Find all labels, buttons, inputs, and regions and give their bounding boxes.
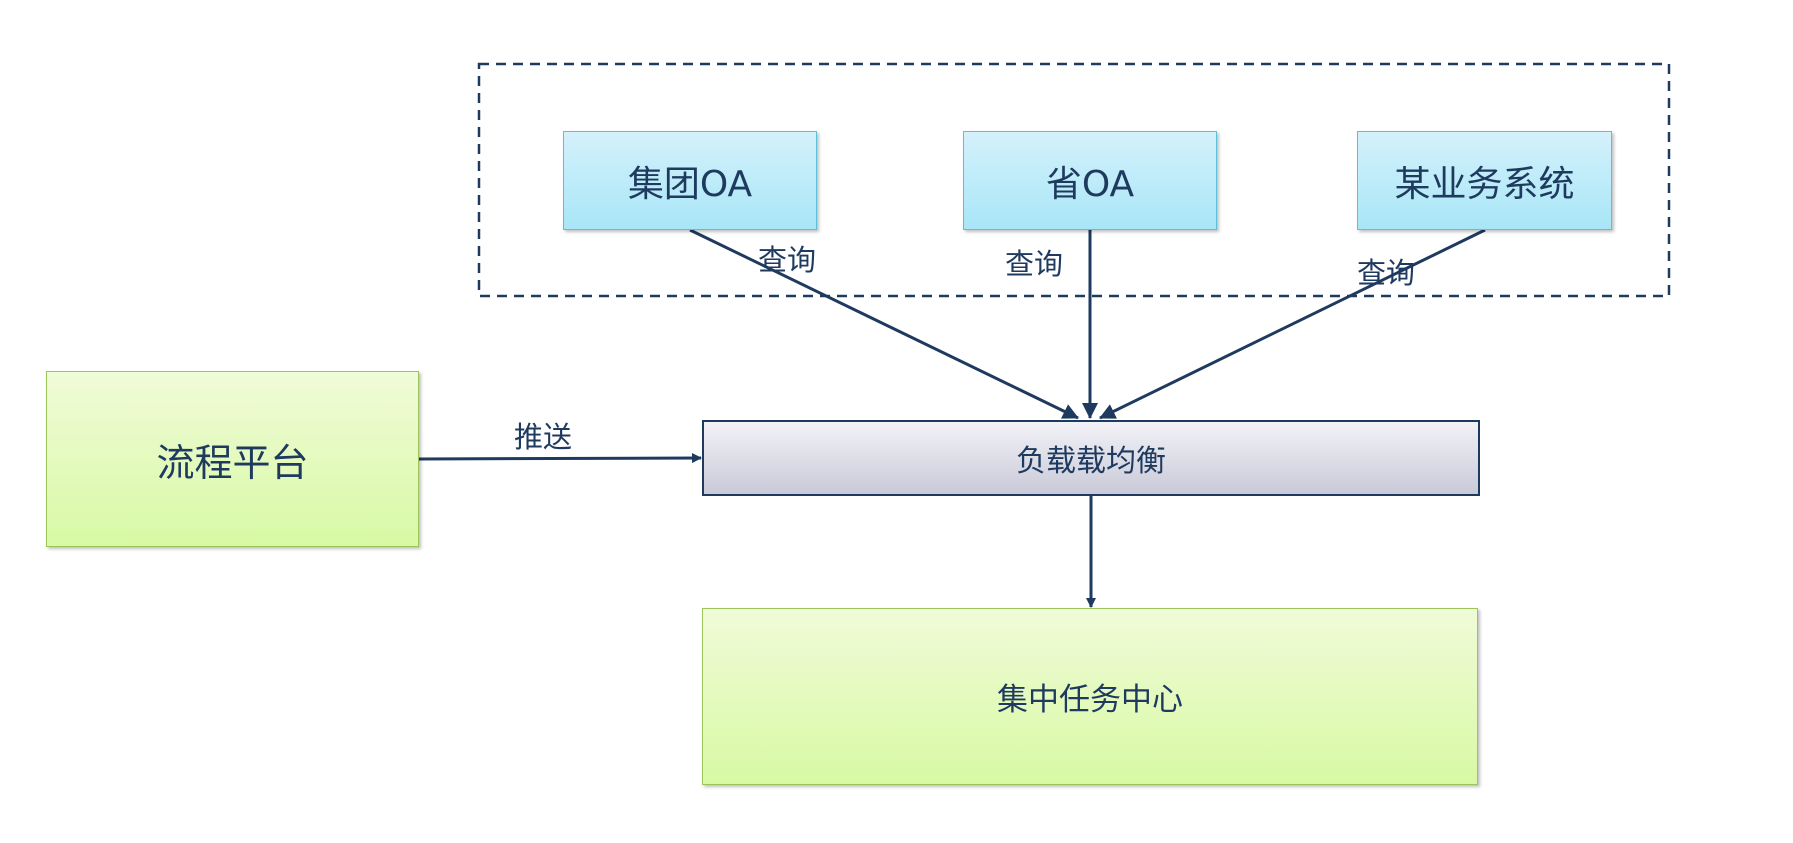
process-platform-label: 流程平台 bbox=[156, 440, 309, 485]
province-oa-node: 省OA bbox=[963, 131, 1217, 230]
client-systems-group bbox=[477, 62, 1671, 298]
task-center-node: 集中任务中心 bbox=[702, 608, 1478, 785]
province-oa-label: 省OA bbox=[1045, 163, 1135, 205]
process-platform-node: 流程平台 bbox=[46, 371, 419, 547]
edge-label-push: 推送 bbox=[514, 420, 573, 454]
group-oa-node: 集团OA bbox=[563, 131, 817, 230]
load-balancer-node: 负载载均衡 bbox=[702, 420, 1480, 496]
business-system-label: 某业务系统 bbox=[1394, 163, 1575, 205]
edge-group-oa-to-load-balancer bbox=[689, 228, 1079, 420]
task-center-label: 集中任务中心 bbox=[997, 682, 1183, 718]
edge-label-query-province-oa: 查询 bbox=[1005, 247, 1064, 281]
load-balancer-label: 负载载均衡 bbox=[1016, 444, 1166, 479]
edge-label-query-group-oa: 查询 bbox=[758, 243, 817, 277]
group-oa-label: 集团OA bbox=[627, 163, 753, 205]
business-system-node: 某业务系统 bbox=[1357, 131, 1612, 230]
edge-process-platform-to-load-balancer bbox=[418, 453, 702, 464]
edge-label-query-business-system: 查询 bbox=[1357, 256, 1416, 290]
edge-business-system-to-load-balancer bbox=[1099, 228, 1486, 420]
